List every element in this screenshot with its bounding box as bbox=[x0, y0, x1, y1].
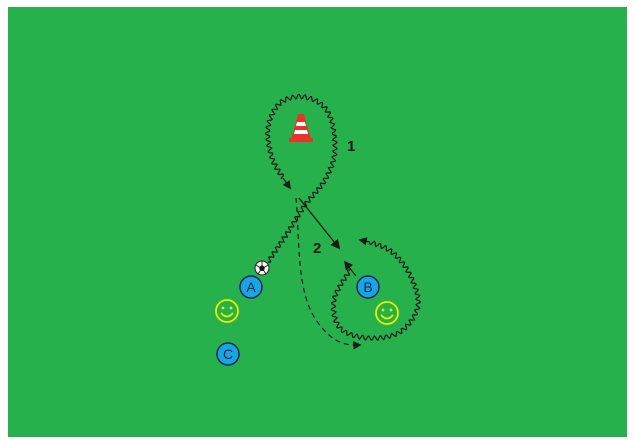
step-label-2: 2 bbox=[313, 240, 321, 257]
player-b: B bbox=[357, 276, 379, 298]
player-c-label: C bbox=[223, 346, 233, 362]
player-c: C bbox=[217, 343, 239, 365]
player-a-label: A bbox=[246, 279, 256, 295]
player-b-label: B bbox=[363, 279, 372, 295]
step-label-1: 1 bbox=[347, 138, 355, 155]
soccer-ball-icon bbox=[255, 261, 269, 275]
player-a: A bbox=[240, 276, 262, 298]
